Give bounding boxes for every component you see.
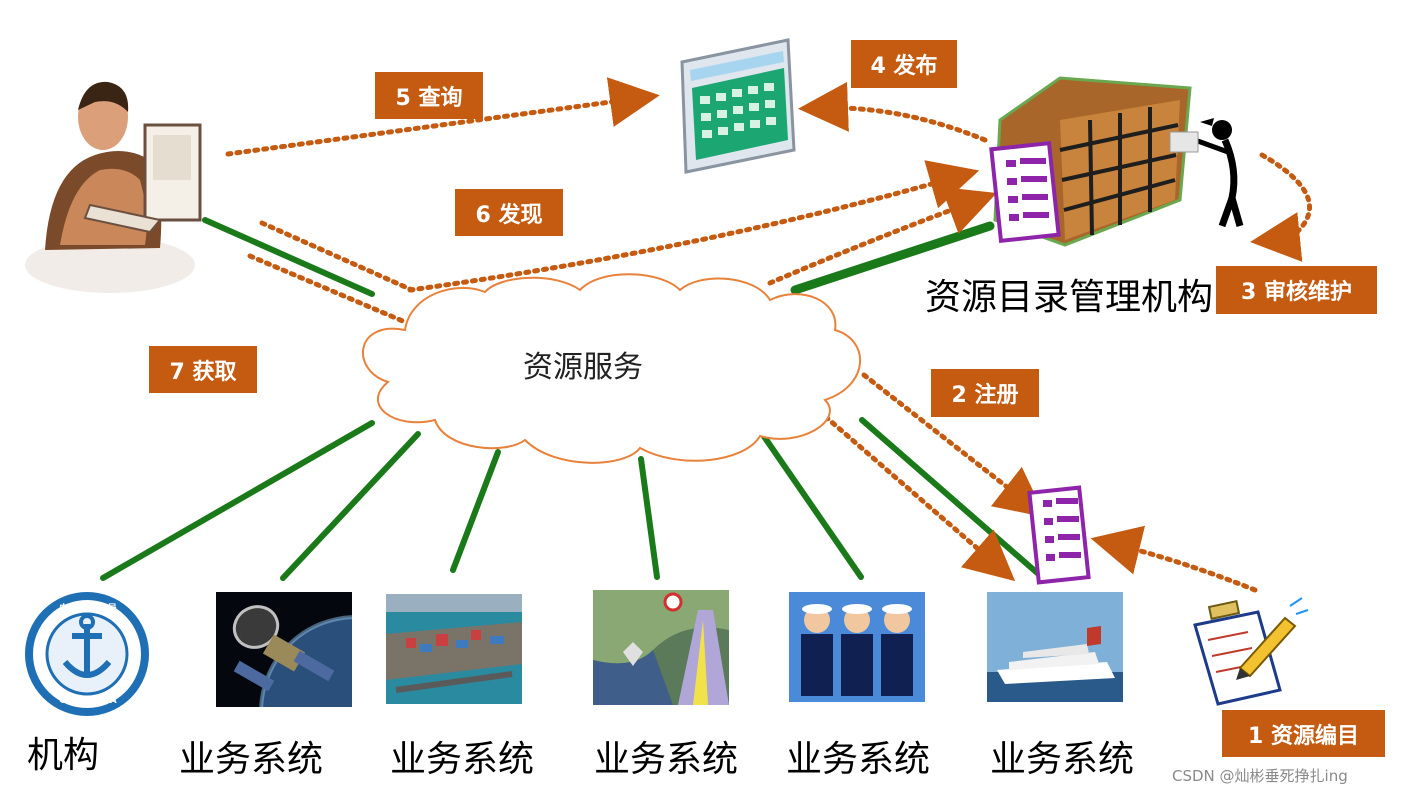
link-cloud-node-3 xyxy=(450,449,501,573)
arrow-catalog xyxy=(1090,525,1258,593)
arrow-publish xyxy=(798,81,988,143)
step-label-register: 2 注册 xyxy=(931,369,1039,417)
step-label-query: 5 查询 xyxy=(375,72,483,119)
user-computer-icon xyxy=(25,81,202,293)
node-label-6: 业务系统 xyxy=(990,739,1135,780)
emblem-top-text: 中 国 海 事 局 xyxy=(59,604,117,614)
step-label-discover: 6 发现 xyxy=(455,189,563,236)
navigation-map-image xyxy=(593,590,729,705)
web-catalog-page-icon xyxy=(680,38,796,174)
link-cloud-node-2 xyxy=(280,431,421,581)
cruise-ship-image xyxy=(987,592,1123,702)
node-label-1: 机构 xyxy=(27,735,100,776)
step-label-get: 7 获取 xyxy=(149,346,257,393)
register-checklist-icon xyxy=(1027,485,1091,585)
link-user-cloud xyxy=(202,217,375,297)
arrow-get-2 xyxy=(247,253,408,325)
arrow-discover-2 xyxy=(767,186,997,286)
link-catalog-cloud xyxy=(790,221,995,295)
arrow-register xyxy=(861,372,1046,518)
port-terminal-image xyxy=(386,594,522,704)
watermark: CSDN @灿彬垂死挣扎ing xyxy=(1172,767,1348,785)
arrow-discover-1 xyxy=(407,160,980,293)
worker-icon xyxy=(1169,118,1244,228)
link-cloud-node-1 xyxy=(100,420,375,581)
arrow-query xyxy=(225,77,660,157)
catalog-cabinet-icon xyxy=(989,76,1192,247)
step-label-publish: 4 发布 xyxy=(851,40,957,88)
node-label-4: 业务系统 xyxy=(594,739,739,780)
clipboard-pencil-icon xyxy=(1193,597,1309,706)
catalog-agency-label: 资源目录管理机构 xyxy=(925,277,1214,318)
node-label-3: 业务系统 xyxy=(390,739,535,780)
step-label-review: 3 审核维护 xyxy=(1216,266,1377,314)
link-cloud-node-5 xyxy=(760,432,864,580)
node-label-5: 业务系统 xyxy=(786,739,931,780)
node-label-2: 业务系统 xyxy=(179,739,324,780)
crew-sailors-image xyxy=(789,592,925,702)
link-cloud-node-4 xyxy=(638,456,660,580)
satellite-image xyxy=(216,592,352,707)
emblem-bottom-text: CHINA MSA xyxy=(59,696,117,706)
link-lines xyxy=(100,217,1046,581)
dotted-arrows xyxy=(225,77,1312,593)
arrow-get-1 xyxy=(259,220,415,293)
cloud-label: 资源服务 xyxy=(523,350,643,385)
resource-service-cloud xyxy=(362,273,861,464)
step-label-catalog: 1 资源编目 xyxy=(1222,710,1385,757)
arrow-register-2 xyxy=(809,402,1016,582)
china-msa-emblem: 中 国 海 事 局 CHINA MSA xyxy=(20,592,155,722)
arrow-review-loop xyxy=(1250,152,1312,262)
